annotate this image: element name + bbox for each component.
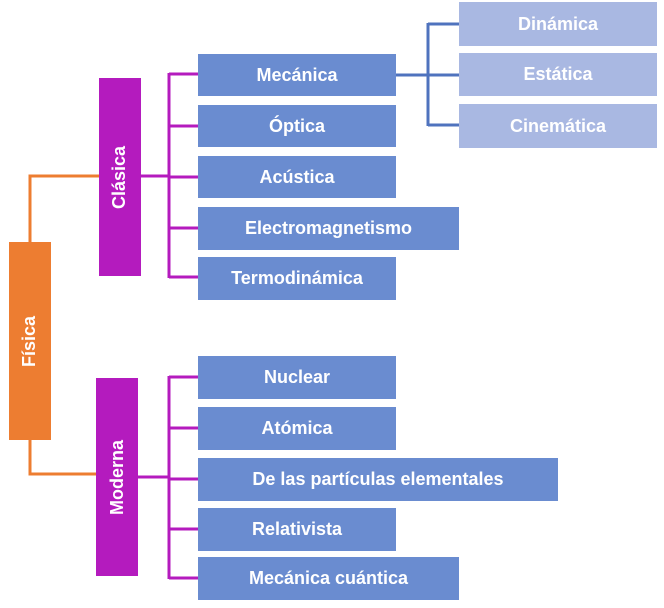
sub-branch-node-estatica: Estática bbox=[459, 53, 657, 96]
branch-label: Termodinámica bbox=[231, 268, 363, 288]
branch-node-termodinamica: Termodinámica bbox=[198, 257, 396, 300]
branch-label: Nuclear bbox=[263, 367, 331, 387]
root-node-label: Física bbox=[19, 315, 40, 367]
branch-node-optica: Óptica bbox=[198, 105, 396, 147]
branch-node-mecanica: Mecánica bbox=[198, 54, 396, 96]
branch-label: Atómica bbox=[261, 418, 333, 438]
branch-node-electromagnetismo: Electromagnetismo bbox=[198, 207, 459, 250]
branch-label: Relativista bbox=[251, 519, 343, 539]
category-node-moderna: Moderna bbox=[96, 378, 138, 576]
category-moderna-label: Moderna bbox=[106, 439, 127, 515]
branch-node-mecanica-cuantica: Mecánica cuántica bbox=[198, 557, 459, 600]
connector-root-classical bbox=[28, 174, 99, 242]
category-clasica-label: Clásica bbox=[109, 145, 130, 209]
branch-node-relativista: Relativista bbox=[198, 508, 396, 551]
sub-branch-label: Dinámica bbox=[517, 13, 599, 34]
branch-label: Mecánica bbox=[256, 64, 338, 85]
connector-root-modern bbox=[28, 440, 96, 476]
sub-branch-label: Estática bbox=[523, 64, 593, 84]
branch-label: Electromagnetismo bbox=[244, 218, 413, 238]
branch-label: Acústica bbox=[259, 166, 335, 187]
sub-branch-node-cinematica: Cinemática bbox=[459, 104, 657, 148]
branch-label: Óptica bbox=[268, 115, 325, 136]
branch-node-atomica: Atómica bbox=[198, 407, 396, 450]
sub-branch-label: Cinemática bbox=[509, 115, 607, 136]
root-node-fisica: Física bbox=[9, 242, 51, 440]
category-node-clasica: Clásica bbox=[99, 78, 141, 276]
branch-node-acustica: Acústica bbox=[198, 156, 396, 198]
sub-branch-node-dinamica: Dinámica bbox=[459, 2, 657, 46]
branch-node-particulas-elementales: De las partículas elementales bbox=[198, 458, 558, 501]
branch-label: Mecánica cuántica bbox=[248, 568, 409, 588]
branch-node-nuclear: Nuclear bbox=[198, 356, 396, 399]
branch-label: De las partículas elementales bbox=[252, 469, 504, 489]
